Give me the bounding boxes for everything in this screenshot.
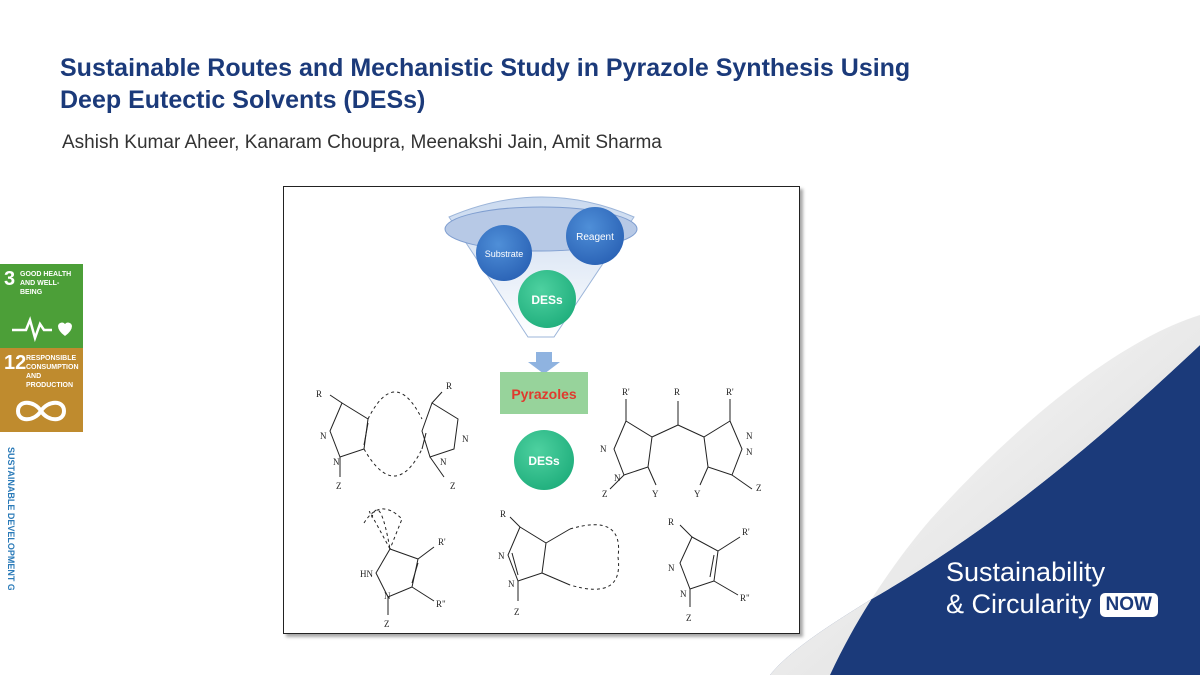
atom-r-prime: R' <box>438 537 446 547</box>
atom-n: N <box>498 551 505 561</box>
sdg-goal-3-tile: 3 GOOD HEALTH AND WELL-BEING <box>0 264 83 348</box>
atom-r: R <box>316 389 322 399</box>
atom-z: Z <box>450 481 456 491</box>
sdg-logo: SUSTAINABLE DEVELOPMENT GOALS <box>6 447 16 590</box>
funnel-des-label: DESs <box>531 293 563 307</box>
atom-n: N <box>333 457 340 467</box>
center-des-circle <box>514 430 574 490</box>
atom-z: Z <box>602 489 608 499</box>
funnel-diagram: Reagent Substrate DESs <box>444 196 638 338</box>
sdg-goal-12-text: RESPONSIBLE CONSUMPTION AND PRODUCTION <box>26 355 79 389</box>
atom-r-prime: R' <box>726 387 734 397</box>
atom-n: N <box>746 431 753 441</box>
atom-n: N <box>440 457 447 467</box>
atom-z: Z <box>756 483 762 493</box>
atom-z: Z <box>336 481 342 491</box>
title-line-2: Deep Eutectic Solvents (DESs) <box>60 86 426 114</box>
atom-r: R <box>668 517 674 527</box>
pyrazoles-label: Pyrazoles <box>511 386 577 402</box>
atom-z: Z <box>686 613 692 623</box>
atom-hn: HN <box>360 569 373 579</box>
curl-fold <box>770 315 1200 675</box>
reagent-circle <box>566 207 624 265</box>
sdg-goal-3-text: GOOD HEALTH AND WELL-BEING <box>20 271 72 296</box>
atom-r-prime: R' <box>622 387 630 397</box>
atom-r: R <box>500 509 506 519</box>
trisubstituted-pyrazole-structure <box>679 524 741 607</box>
sdg-logo-text: SUSTAINABLE DEVELOPMENT GOALS <box>6 447 16 590</box>
brand-line-2-text: & Circularity <box>946 589 1092 619</box>
atom-r: R <box>674 387 680 397</box>
brand-now-badge: NOW <box>1099 593 1158 617</box>
down-arrow-icon <box>528 352 560 374</box>
sdg-goal-12-tile: 12 RESPONSIBLE CONSUMPTION AND PRODUCTIO… <box>0 348 83 432</box>
bis-pyrazolyl-methane-structure <box>609 399 753 490</box>
atom-n: N <box>600 444 607 454</box>
atom-y: Y <box>652 489 659 499</box>
fused-pyrazole-structure <box>507 516 620 601</box>
title-line-1: Sustainable Routes and Mechanistic Study… <box>60 54 911 82</box>
infinity-icon <box>15 400 67 422</box>
atom-n: N <box>462 434 469 444</box>
atom-n: N <box>320 431 327 441</box>
substrate-label: Substrate <box>485 249 524 259</box>
author-list: Ashish Kumar Aheer, Kanaram Choupra, Mee… <box>62 132 662 153</box>
brand-line-2: & Circularity NOW <box>946 588 1158 620</box>
atom-n: N <box>746 447 753 457</box>
atom-n: N <box>508 579 515 589</box>
brand-line-1: Sustainability <box>946 557 1106 587</box>
atom-z: Z <box>384 619 390 629</box>
journal-brand: Sustainability & Circularity NOW <box>946 556 1158 620</box>
substrate-circle <box>476 225 532 281</box>
bis-pyrazole-fused-structure <box>329 391 459 478</box>
atom-r-double-prime: R" <box>740 593 750 603</box>
graphical-abstract-figure: Reagent Substrate DESs Pyrazoles DESs <box>283 186 800 634</box>
atom-r-prime: R' <box>742 527 750 537</box>
navy-panel <box>770 345 1200 675</box>
atom-r: R <box>446 381 452 391</box>
atom-n: N <box>668 563 675 573</box>
spiro-pyrazoline-structure <box>363 508 435 615</box>
figure-canvas: Reagent Substrate DESs Pyrazoles DESs <box>316 196 762 629</box>
paper-title: Sustainable Routes and Mechanistic Study… <box>60 52 960 116</box>
sdg-goal-12-number: 12 <box>4 352 27 374</box>
atom-n: N <box>614 473 621 483</box>
funnel-des-circle <box>518 270 576 328</box>
atom-n: N <box>384 591 391 601</box>
atom-z: Z <box>514 607 520 617</box>
atom-n: N <box>680 589 687 599</box>
reagent-label: Reagent <box>576 232 614 243</box>
sdg-goal-3-number: 3 <box>4 268 16 290</box>
atom-r-double-prime: R" <box>436 599 446 609</box>
atom-y: Y <box>694 489 701 499</box>
pyrazoles-box <box>500 372 588 414</box>
heartbeat-icon <box>12 316 72 343</box>
center-des-label: DESs <box>528 454 560 468</box>
